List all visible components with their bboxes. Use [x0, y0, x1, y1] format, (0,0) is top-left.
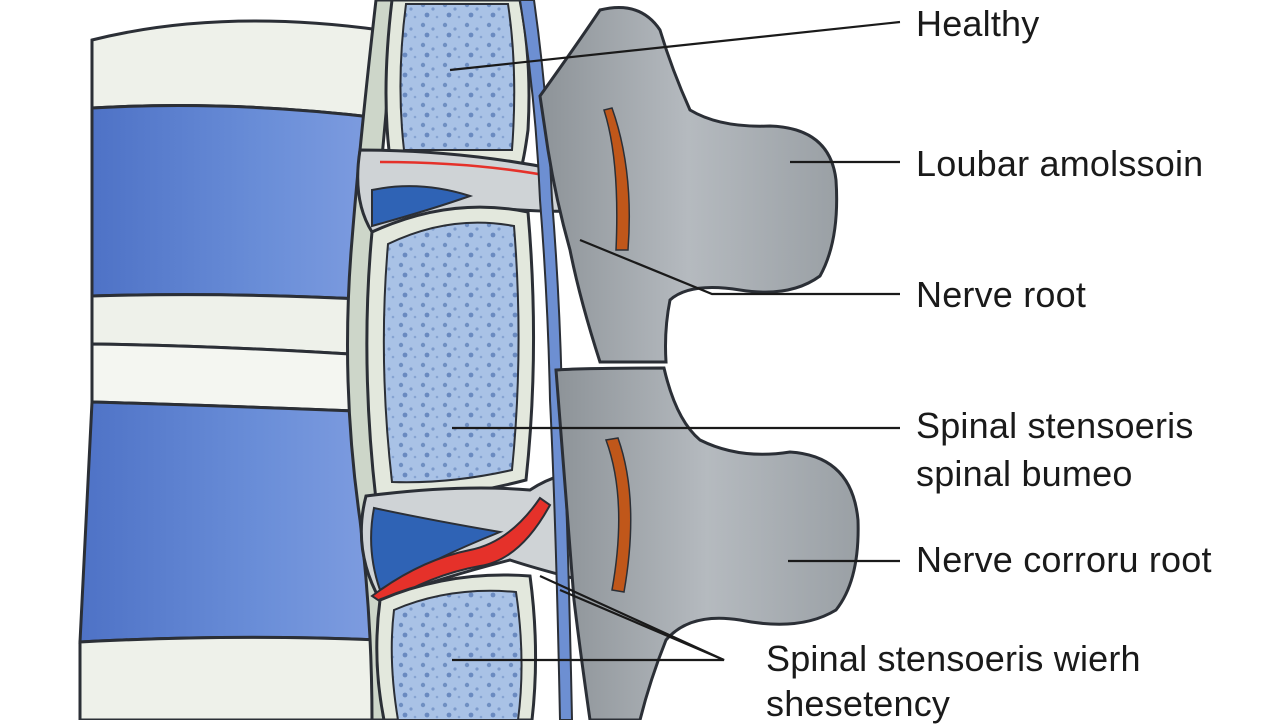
label-lumbar: Loubar amolssoin: [916, 143, 1204, 184]
nerve-root-upper: [371, 185, 474, 228]
label-spinal-stenosis-with-line1: Spinal stensoeris wierh: [766, 638, 1141, 679]
nerve-red-lower: [370, 496, 552, 606]
facet-orange-upper: [603, 107, 631, 251]
cancellous-middle: [382, 221, 520, 484]
process-upper: [538, 6, 839, 364]
label-healthy: Healthy: [916, 3, 1040, 44]
leader-nerve-root: [579, 238, 900, 296]
label-spinal-stenosis-line1: Spinal stensoeris: [916, 405, 1194, 446]
process-lower: [554, 366, 860, 720]
leader-healthy: [449, 20, 901, 72]
label-nerve-root: Nerve root: [916, 274, 1087, 315]
cancellous-upper: [399, 3, 516, 151]
vertebra-upper: [384, 0, 531, 174]
label-nerve-corroru-root: Nerve corroru root: [916, 539, 1212, 580]
ligament-strip: [518, 0, 574, 720]
label-spinal-stenosis-with-line2: shesetency: [766, 683, 951, 724]
facet-orange-lower: [604, 437, 632, 593]
leader-lines: [449, 20, 901, 662]
leader-stenosis-with-b: [559, 588, 725, 662]
endplate-top: [90, 19, 382, 120]
endplate-bottom: [78, 635, 382, 720]
disc-lower: [78, 400, 382, 644]
foramen-lower: [359, 468, 610, 606]
vertebral-column-front: [78, 19, 382, 720]
vertebra-lower: [375, 573, 538, 720]
vertebra-middle: [365, 205, 536, 502]
label-spinal-stenosis-line2: spinal bumeo: [916, 453, 1133, 494]
cancellous-lower: [390, 589, 523, 720]
disc-upper: [90, 104, 382, 302]
